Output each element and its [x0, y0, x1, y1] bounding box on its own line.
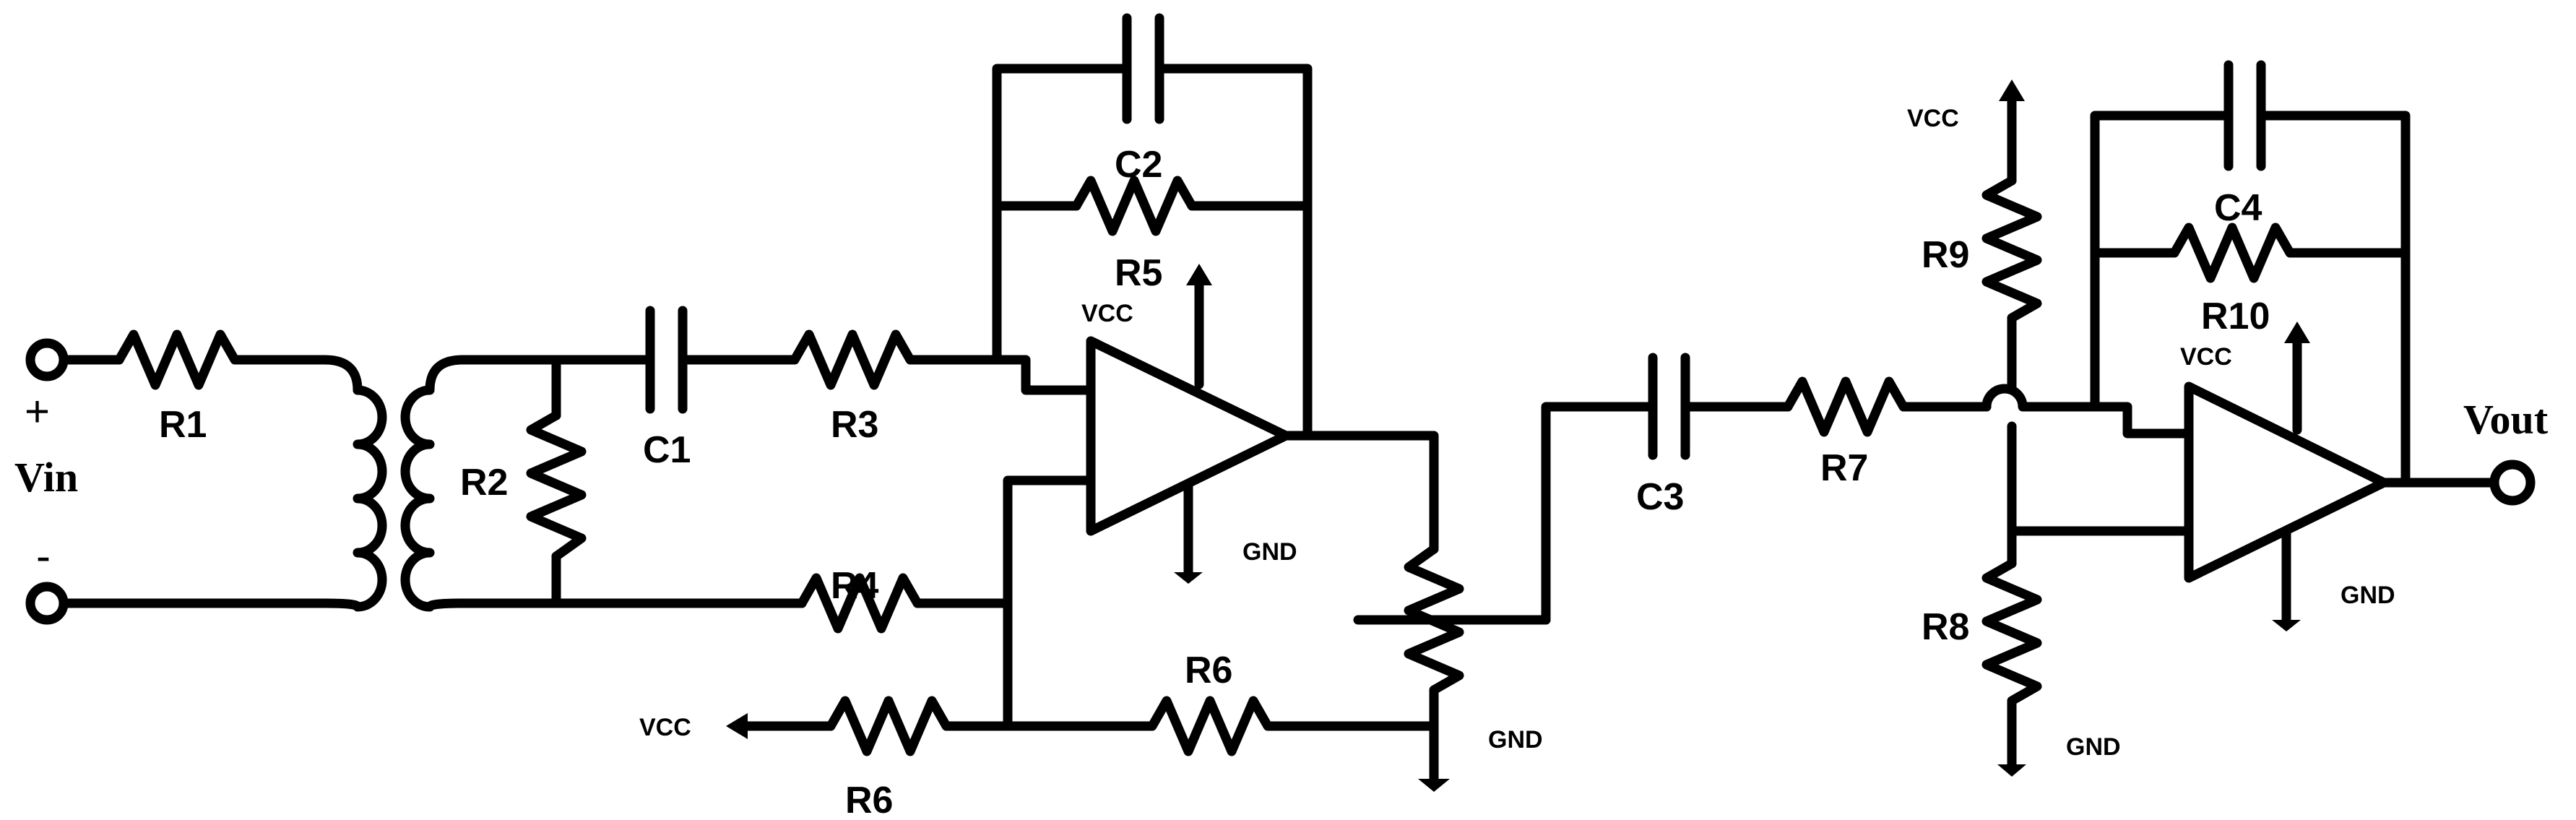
wire-r3-opamp1 — [920, 355, 1096, 395]
wire-bias-node — [2007, 421, 2194, 569]
resistor-r5 — [1071, 176, 1211, 236]
vcc-opamp2-label: VCC — [2180, 343, 2232, 371]
resistor-r6-top — [1003, 696, 1439, 756]
vcc-r9-label: VCC — [1907, 105, 1959, 132]
r7-label: R7 — [1820, 447, 1868, 489]
r6-top-label: R6 — [1185, 649, 1232, 691]
resistor-r6-bottom — [726, 696, 1013, 756]
wire-secondary — [457, 355, 807, 608]
resistor-r9 — [1981, 176, 2042, 392]
vin-plus-terminal — [25, 338, 69, 381]
wire-feedback-2 — [2090, 111, 2411, 488]
resistor-r2 — [526, 410, 587, 561]
wire-opamp1-output — [1281, 431, 1439, 554]
r2-label: R2 — [460, 462, 508, 504]
resistor-r4 — [797, 573, 937, 634]
r10-label: R10 — [2201, 295, 2270, 337]
resistor-r10 — [2169, 223, 2309, 283]
c3-label: C3 — [1636, 476, 1684, 518]
pot-ground — [1418, 721, 1450, 792]
r9-label: R9 — [1922, 234, 1969, 276]
wire-pot-c3 — [1541, 402, 1658, 625]
gnd-opamp1-label: GND — [1242, 538, 1297, 566]
c1-label: C1 — [643, 429, 691, 471]
gnd-pot-label: GND — [1488, 726, 1543, 754]
resistor-r7 — [1783, 376, 1992, 437]
capacitor-c2 — [1122, 13, 1164, 124]
wire-feedback-1 — [992, 64, 1313, 441]
vout-terminal — [2489, 459, 2536, 506]
transformer-secondary-coil — [400, 355, 467, 612]
vcc-r6-label: VCC — [639, 714, 691, 741]
wire-input-top — [59, 355, 363, 395]
r6-bottom-label: R6 — [845, 780, 893, 820]
vin-minus-sign: - — [36, 532, 51, 580]
potentiometer — [1353, 544, 1551, 731]
r1-label: R1 — [159, 404, 207, 446]
vcc-opamp1-label: VCC — [1081, 300, 1133, 327]
capacitor-c4 — [2223, 60, 2266, 171]
r3-label: R3 — [831, 404, 878, 446]
opamp1-power — [1174, 264, 1212, 584]
capacitor-c3 — [1648, 353, 1690, 460]
capacitor-c1 — [645, 306, 688, 414]
gnd-opamp2-label: GND — [2341, 582, 2395, 609]
vout-label: Vout — [2463, 396, 2549, 443]
vin-minus-terminal — [25, 582, 69, 625]
r5-label: R5 — [1115, 252, 1162, 294]
r8-label: R8 — [1922, 606, 1969, 648]
transformer-primary-coil — [59, 385, 387, 612]
c4-label: C4 — [2214, 187, 2262, 229]
opamp2-power — [2272, 321, 2310, 631]
bias-vcc-arrow — [1999, 79, 2025, 186]
vin-plus-sign: + — [25, 387, 50, 436]
resistor-r1 — [114, 329, 254, 390]
wire-r7-opamp2 — [1981, 384, 2194, 439]
c2-label: C2 — [1115, 144, 1162, 186]
resistor-r3 — [790, 329, 930, 390]
vin-label: Vin — [14, 454, 78, 501]
gnd-r8-label: GND — [2066, 733, 2121, 761]
r4-label: R4 — [831, 565, 879, 607]
resistor-r8 — [1981, 558, 2042, 777]
